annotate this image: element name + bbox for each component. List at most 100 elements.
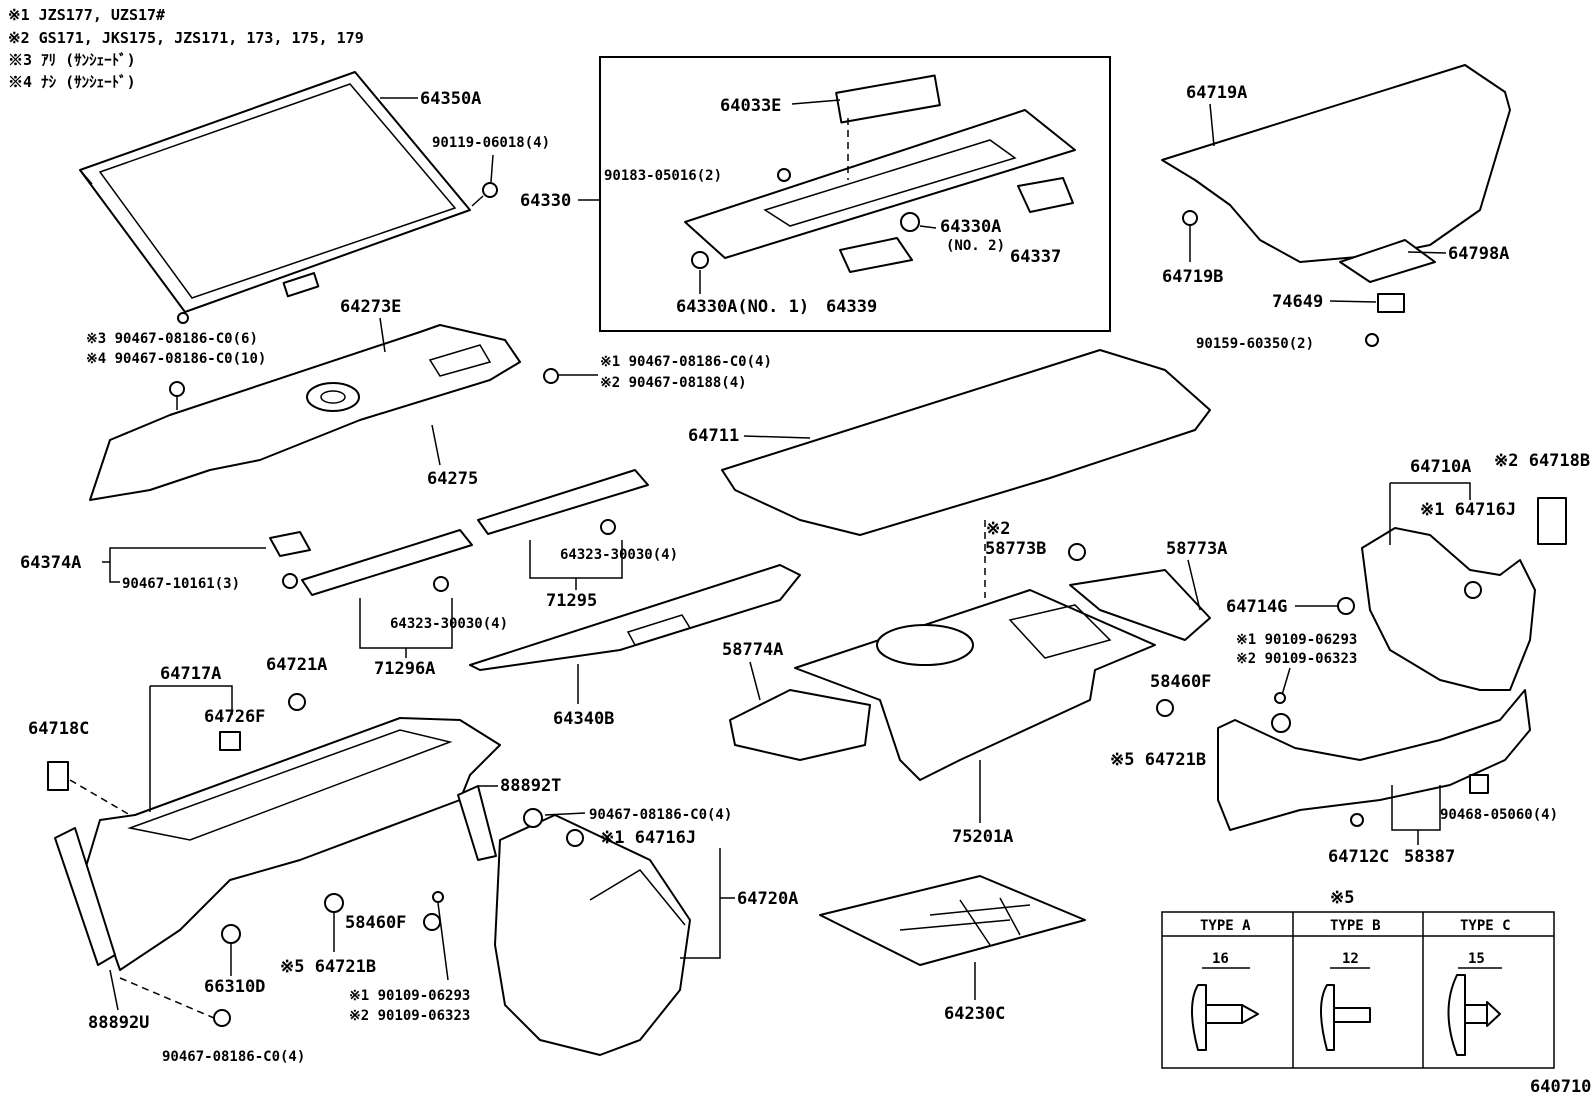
label-64230C: 64230C: [944, 1004, 1005, 1024]
type-a-header: TYPE A: [1200, 918, 1251, 934]
label-90159: 90159-60350(2): [1196, 336, 1314, 352]
label-s1-90467: ※1 90467-08186-C0(4): [600, 354, 772, 370]
clip-64721B-left-icon: [324, 893, 344, 913]
svg-text:※3 ｱﾘ (ｻﾝｼｪｰﾄﾞ): ※3 ｱﾘ (ｻﾝｼｪｰﾄﾞ): [8, 51, 136, 69]
clip-90119-icon: [471, 154, 498, 207]
notes-block: ※1 JZS177, UZS17# ※2 GS171, JKS175, JZS1…: [8, 6, 364, 91]
clip-58460F-left-icon: [423, 913, 441, 931]
clip-64726F-icon: [219, 731, 241, 751]
clip-90159-icon: [1365, 333, 1379, 347]
part-58773A-board: [1069, 569, 1211, 641]
type-a-fastener-icon: 16: [1191, 951, 1259, 1051]
label-64710A: 64710A: [1410, 457, 1471, 477]
type-c-header: TYPE C: [1460, 918, 1511, 934]
clip-64712C-icon: [1350, 813, 1364, 827]
type-b-header: TYPE B: [1330, 918, 1381, 934]
clip-64721A-icon: [288, 693, 306, 711]
part-64719A-lid-trim: [1161, 64, 1511, 283]
part-71296A-cover: [301, 529, 473, 596]
label-71296A: 71296A: [374, 659, 435, 679]
part-64230C-cargo-net: [819, 875, 1086, 966]
clip-90467-10161-icon: [282, 573, 298, 589]
label-64273E: 64273E: [340, 297, 401, 317]
label-64721B-left: ※5 64721B: [280, 957, 376, 977]
type-b-size: 12: [1342, 951, 1359, 967]
svg-text:※2 GS171, JKS175, JZS171, 173,: ※2 GS171, JKS175, JZS171, 173, 175, 179: [8, 29, 364, 47]
part-64711-floor-mat: [721, 349, 1211, 536]
label-74649: 74649: [1272, 292, 1323, 312]
label-64330A-2: 64330A: [940, 217, 1001, 237]
label-64323-b: 64323-30030(4): [390, 616, 508, 632]
label-s3-90467: ※3 90467-08186-C0(6): [86, 331, 258, 347]
label-58773A: 58773A: [1166, 539, 1227, 559]
part-58387-sill: [1217, 689, 1531, 831]
table-title: ※5: [1330, 888, 1354, 908]
part-74649-bracket: [1377, 293, 1405, 313]
label-s2-90109-left: ※2 90109-06323: [349, 1008, 470, 1024]
label-64033E: 64033E: [720, 96, 781, 116]
label-64718B: ※2 64718B: [1494, 451, 1590, 471]
label-s1-90109-right: ※1 90109-06293: [1236, 632, 1357, 648]
label-64717A: 64717A: [160, 664, 221, 684]
label-58460F-left: 58460F: [345, 913, 406, 933]
label-64721B-right: ※5 64721B: [1110, 750, 1206, 770]
label-66310D: 66310D: [204, 977, 265, 997]
clip-64714G-icon: [1337, 597, 1355, 615]
clip-64719B-icon: [1182, 210, 1198, 262]
label-64275: 64275: [427, 469, 478, 489]
label-64798A: 64798A: [1448, 244, 1509, 264]
part-64718B-cover: [1537, 497, 1567, 545]
type-c-size: 15: [1468, 951, 1485, 967]
label-64330A-2b: (NO. 2): [946, 238, 1005, 254]
label-64323-a: 64323-30030(4): [560, 547, 678, 563]
label-64720A: 64720A: [737, 889, 798, 909]
label-s1-90109-left: ※1 90109-06293: [349, 988, 470, 1004]
svg-text:※4 ﾅｼ (ｻﾝｼｪｰﾄﾞ): ※4 ﾅｼ (ｻﾝｼｪｰﾄﾞ): [8, 73, 136, 91]
part-64330-package-tray: [684, 74, 1076, 259]
label-64716J-right: ※1 64716J: [1420, 500, 1516, 520]
label-64350A: 64350A: [420, 89, 481, 109]
label-90183: 90183-05016(2): [604, 168, 722, 184]
clip-64716J-mid-icon: [566, 829, 584, 847]
group-box-64330: [599, 56, 1111, 332]
diagram-id: 640710: [1530, 1077, 1591, 1097]
label-90467-bottom: 90467-08186-C0(4): [162, 1049, 305, 1065]
label-88892U: 88892U: [88, 1013, 149, 1033]
svg-text:※1 JZS177, UZS17#: ※1 JZS177, UZS17#: [8, 6, 165, 24]
label-58773B-mark: ※2: [986, 519, 1010, 539]
label-90467-mid: 90467-08186-C0(4): [589, 807, 732, 823]
label-58774A: 58774A: [722, 640, 783, 660]
label-64330: 64330: [520, 191, 571, 211]
clip-90467-left-icon: [169, 381, 185, 410]
label-71295: 71295: [546, 591, 597, 611]
label-58387: 58387: [1404, 847, 1455, 867]
label-64721A: 64721A: [266, 655, 327, 675]
clip-90109-right-icon: [1274, 692, 1286, 704]
label-64716J-mid: ※1 64716J: [600, 828, 696, 848]
part-64273E-shelf: [89, 324, 521, 501]
part-71295-cover: [477, 469, 649, 535]
label-90468: 90468-05060(4): [1440, 807, 1558, 823]
label-64726F: 64726F: [204, 707, 265, 727]
label-64340B: 64340B: [553, 709, 614, 729]
part-58774A-board: [729, 689, 871, 761]
note-mark-4: ※4: [8, 73, 32, 91]
type-b-fastener-icon: 12: [1320, 951, 1371, 1051]
part-75201A-spare-tray: [794, 589, 1156, 781]
part-64710A-right-trim: [1361, 527, 1536, 691]
clip-64721B-right-icon: [1156, 699, 1174, 717]
label-90119: 90119-06018(4): [432, 135, 550, 151]
note-text-1: JZS177, UZS17#: [39, 6, 165, 24]
label-58460F-right: 58460F: [1150, 672, 1211, 692]
clip-66310D-icon: [221, 924, 241, 944]
label-64712C: 64712C: [1328, 847, 1389, 867]
note-text-4: ﾅｼ (ｻﾝｼｪｰﾄﾞ): [41, 73, 136, 91]
clip-64323-a-icon: [600, 519, 616, 535]
type-c-fastener-icon: 15: [1447, 951, 1502, 1056]
part-64717A-left-trim: [84, 717, 501, 971]
clip-90467-mid-icon: [523, 808, 543, 828]
part-64720A-wheelhouse: [494, 814, 691, 1056]
label-64714G: 64714G: [1226, 597, 1287, 617]
label-64718C: 64718C: [28, 719, 89, 739]
